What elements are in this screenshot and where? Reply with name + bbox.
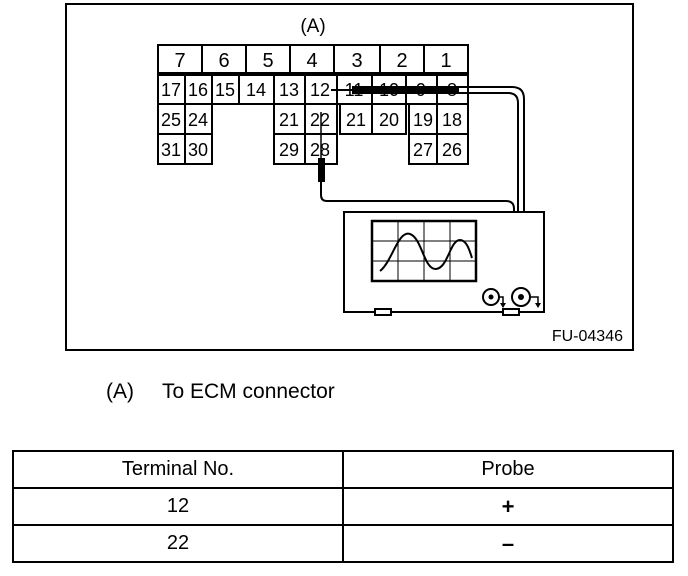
- pin-label: 26: [442, 140, 462, 160]
- terminal-probe-table: Terminal No. Probe 12 + 22 –: [12, 450, 674, 563]
- column-header-terminal: Terminal No.: [12, 450, 344, 489]
- pin-label: 15: [215, 80, 235, 100]
- waveform: [379, 232, 473, 272]
- input-jack-right: [511, 287, 541, 308]
- terminal-cell: 12: [12, 487, 344, 526]
- table-row: 22 –: [12, 524, 674, 563]
- terminal-cell: 22: [12, 524, 344, 563]
- pin-label: 18: [442, 110, 462, 130]
- connector-label: (A): [300, 16, 325, 37]
- pin-label: 25: [161, 110, 181, 130]
- pin-label: 21: [279, 110, 299, 130]
- oscilloscope: [343, 211, 545, 316]
- probe-cell: –: [342, 524, 674, 563]
- negative-probe: [318, 112, 515, 290]
- pin-label: 17: [161, 80, 181, 100]
- pin-label: 28: [310, 140, 330, 160]
- table-header-row: Terminal No. Probe: [12, 450, 674, 489]
- pin-label: 3: [351, 50, 362, 72]
- legend-text: To ECM connector: [162, 380, 335, 403]
- legend-tag: (A): [106, 380, 134, 403]
- pin-label: 30: [188, 140, 208, 160]
- pin-label: 16: [188, 80, 208, 100]
- oscilloscope-connection-diagram: (A) 7 6 5 4 3 2 1 17 16 15 14 13 1: [65, 3, 634, 351]
- pin-label: 1: [440, 50, 451, 72]
- pin-label: 20: [379, 110, 399, 130]
- column-header-probe: Probe: [342, 450, 674, 489]
- probe-cell: +: [342, 487, 674, 526]
- pin-label: 22: [310, 110, 330, 130]
- pin-label: 7: [174, 50, 185, 72]
- legend: (A) To ECM connector: [106, 380, 335, 404]
- pin-label: 27: [413, 140, 433, 160]
- pin-label: 4: [306, 50, 317, 72]
- pin-label: 5: [262, 50, 273, 72]
- pin-label: 14: [246, 80, 266, 100]
- pin-label: 19: [413, 110, 433, 130]
- oscilloscope-screen: [370, 219, 478, 283]
- input-jack-left: [482, 288, 506, 308]
- pin-label: 12: [310, 80, 330, 100]
- pin-label: 6: [218, 50, 229, 72]
- pin-label: 21: [346, 110, 366, 130]
- pin-label: 24: [188, 110, 208, 130]
- pin-label: 2: [396, 50, 407, 72]
- connector-top-row: [157, 44, 469, 74]
- table-row: 12 +: [12, 487, 674, 526]
- pin-label: 13: [279, 80, 299, 100]
- positive-probe: [331, 86, 525, 290]
- pin-label: 29: [279, 140, 299, 160]
- figure-code: FU-04346: [552, 328, 623, 345]
- pin-label: 31: [161, 140, 181, 160]
